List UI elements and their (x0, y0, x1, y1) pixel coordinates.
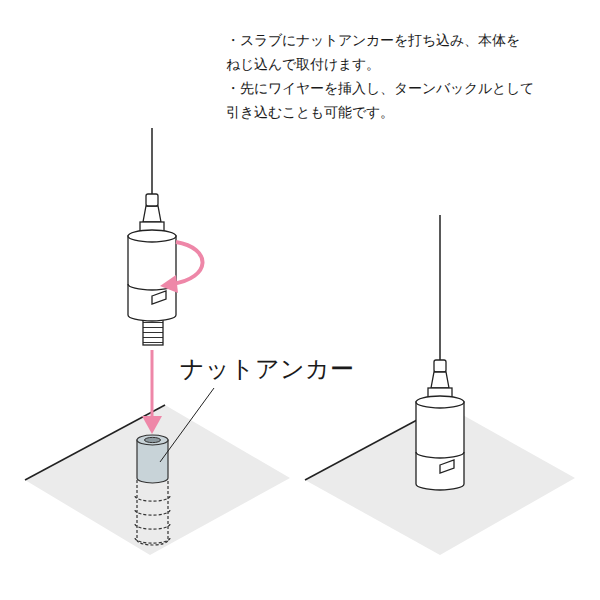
insert-arrow (142, 350, 162, 434)
turnbuckle-body (128, 128, 176, 345)
installed-body (416, 215, 464, 490)
rotation-arrow (160, 242, 203, 293)
leader-line (160, 388, 214, 462)
slab (25, 405, 290, 555)
note-text: ・先にワイヤーを挿入し、ターンバックルとして引き込むことも可能です。 (226, 76, 538, 124)
nut-anchor (135, 435, 170, 545)
part-label: ナットアンカー (180, 354, 354, 384)
note-text: ・スラブにナットアンカーを打ち込み、本体をねじ込んで取付けます。 (226, 28, 524, 76)
